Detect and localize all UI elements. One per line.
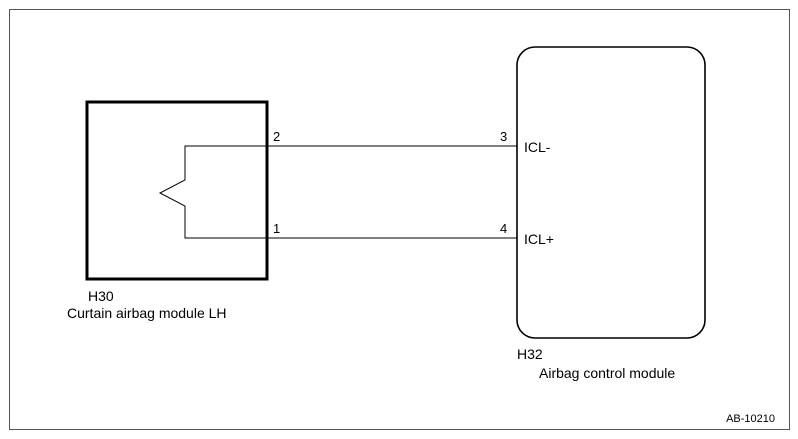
left-connector-code: H30 <box>88 288 114 304</box>
pin-left-top: 2 <box>273 129 280 144</box>
squib-symbol <box>158 145 267 239</box>
reference-code: AB-10210 <box>726 413 775 425</box>
signal-label-icl-plus: ICL+ <box>524 231 554 247</box>
pin-right-bottom: 4 <box>500 221 507 236</box>
signal-label-icl-minus: ICL- <box>524 139 551 155</box>
airbag-control-module-box <box>516 46 706 339</box>
left-component-name: Curtain airbag module LH <box>67 305 227 321</box>
right-connector-code: H32 <box>517 346 543 362</box>
diagram-frame <box>9 9 790 430</box>
pin-left-bottom: 1 <box>273 221 280 236</box>
pin-right-top: 3 <box>500 129 507 144</box>
right-component-name: Airbag control module <box>539 365 675 381</box>
curtain-airbag-module-box <box>85 100 269 281</box>
